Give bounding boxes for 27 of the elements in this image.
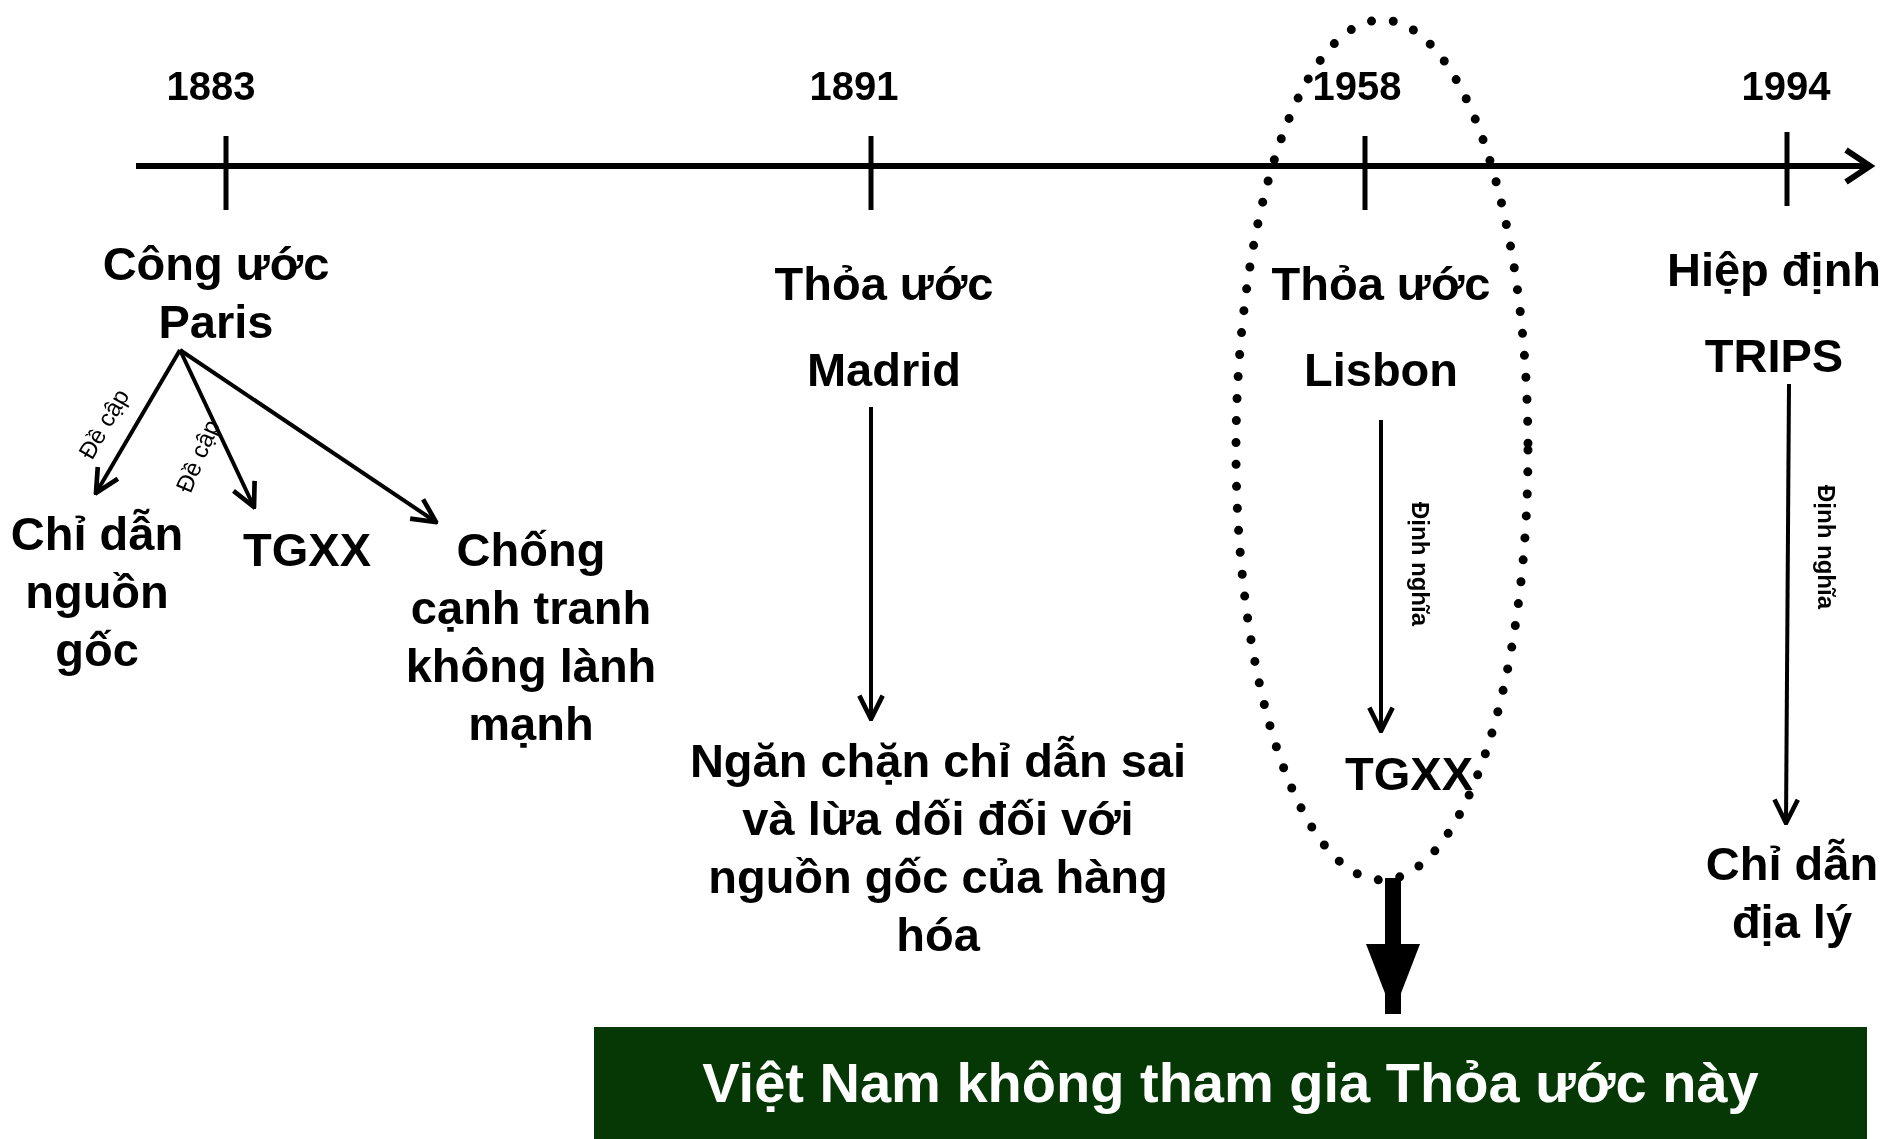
- event-text: Chỉ dẫn địa lý: [1704, 836, 1880, 950]
- year-label: 1994: [1741, 63, 1831, 109]
- arrow: [178, 349, 257, 510]
- arrow: [1365, 878, 1421, 1014]
- event-text: Chống cạnh tranh không lành mạnh: [404, 522, 658, 752]
- arrow: [857, 407, 885, 722]
- edge-label: Định nghĩa: [1811, 484, 1840, 609]
- event-text: Thỏa ước Madrid: [773, 256, 995, 398]
- event-text: Chỉ dẫn nguồn gốc: [9, 506, 185, 678]
- event-text: TGXX: [242, 522, 372, 578]
- event-text: Công ước Paris: [101, 236, 331, 350]
- year-label: 1958: [1312, 63, 1402, 109]
- arrow: [1772, 384, 1801, 826]
- event-text: Thỏa ước Lisbon: [1270, 256, 1492, 398]
- banner-box: [594, 1027, 1867, 1139]
- banner-text: Việt Nam không tham gia Thỏa ước này: [702, 1050, 1759, 1116]
- edge-label: Định nghĩa: [1406, 501, 1434, 626]
- event-text: Ngăn chặn chỉ dẫn sai và lừa dối đối với nguồn gốc của hàng hóa: [688, 733, 1188, 963]
- edge-label: Đề cập: [72, 383, 136, 464]
- dotted-ellipse: [1230, 14, 1534, 886]
- arrow: [93, 349, 182, 496]
- arrow: [1367, 420, 1395, 734]
- year-label: 1891: [809, 63, 899, 109]
- event-text: TGXX: [1344, 746, 1474, 802]
- arrow: [178, 348, 439, 525]
- event-text: Hiệp định TRIPS: [1666, 242, 1882, 384]
- year-label: 1883: [166, 63, 256, 109]
